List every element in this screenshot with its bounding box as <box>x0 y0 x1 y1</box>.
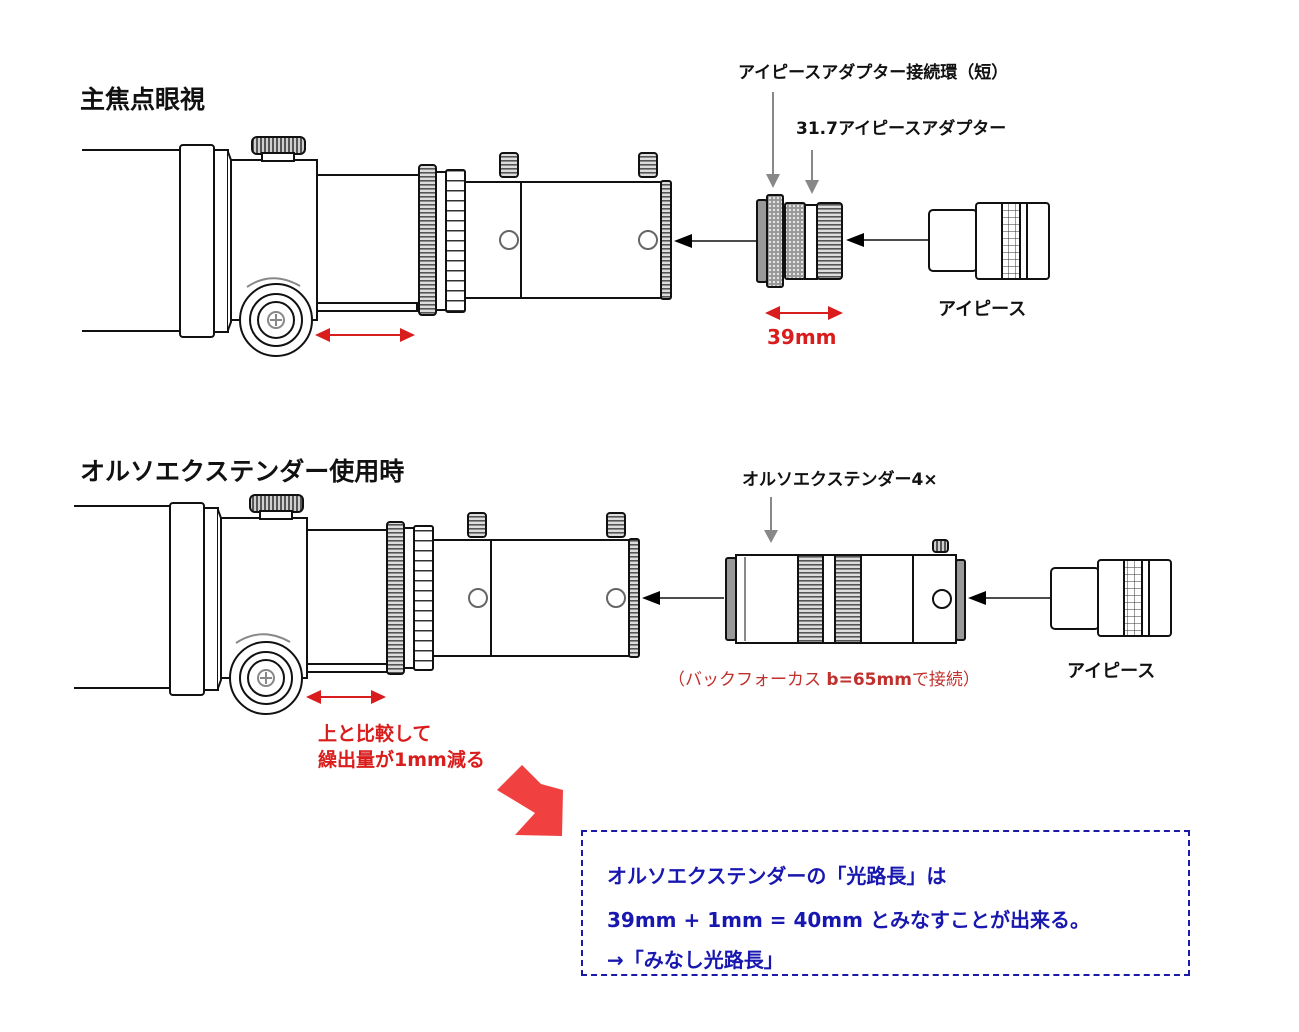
callout-arrow-icon <box>805 180 819 194</box>
arrowhead-icon <box>968 591 986 605</box>
eyepiece-adapter-assembly <box>756 194 843 288</box>
label-compare-line2: 繰出量が1mm減る <box>318 749 485 771</box>
backfocus-suffix: で接続） <box>911 670 980 690</box>
label-extender: オルソエクステンダー4× <box>742 470 938 490</box>
conclusion-line2: 39mm + 1mm = 40mm とみなすことが出来る。 <box>607 908 1090 932</box>
callout-arrow-icon <box>766 174 780 188</box>
conclusion-line3: →「みなし光路長」 <box>607 948 784 972</box>
backfocus-value: b=65mm <box>826 670 912 690</box>
callout-arrow-icon <box>764 530 778 543</box>
backfocus-prefix: （バックフォーカス <box>668 670 827 690</box>
dimension-arrow-focuser-bottom <box>306 690 386 704</box>
label-adapter-ring: アイピースアダプター接続環（短） <box>738 63 1009 83</box>
label-eyepiece-adapter: 31.7アイピースアダプター <box>796 119 1007 139</box>
telescope-prime-focus <box>82 136 672 357</box>
section-title-extender: オルソエクステンダー使用時 <box>80 457 405 486</box>
arrowhead-icon <box>674 234 692 248</box>
eyepiece-top <box>928 202 1050 280</box>
arrowhead-icon <box>846 233 864 247</box>
dimension-arrow-focuser-top <box>315 328 415 342</box>
ortho-extender <box>725 539 966 644</box>
big-red-arrow-icon <box>497 765 563 836</box>
telescope-extender <box>74 494 640 715</box>
arrowhead-icon <box>642 591 660 605</box>
dimension-arrow-39mm <box>765 306 843 320</box>
conclusion-box: オルソエクステンダーの「光路長」は 39mm + 1mm = 40mm とみなす… <box>581 830 1190 976</box>
label-eyepiece-top: アイピース <box>938 299 1027 320</box>
label-eyepiece-bottom: アイピース <box>1067 661 1156 682</box>
section-title-prime-focus: 主焦点眼視 <box>80 85 206 114</box>
label-backfocus: （バックフォーカス b=65mmで接続） <box>668 665 980 690</box>
conclusion-line1: オルソエクステンダーの「光路長」は <box>607 864 947 888</box>
label-compare-line1: 上と比較して <box>318 723 432 745</box>
label-39mm: 39mm <box>767 325 837 349</box>
eyepiece-bottom <box>1050 559 1172 637</box>
